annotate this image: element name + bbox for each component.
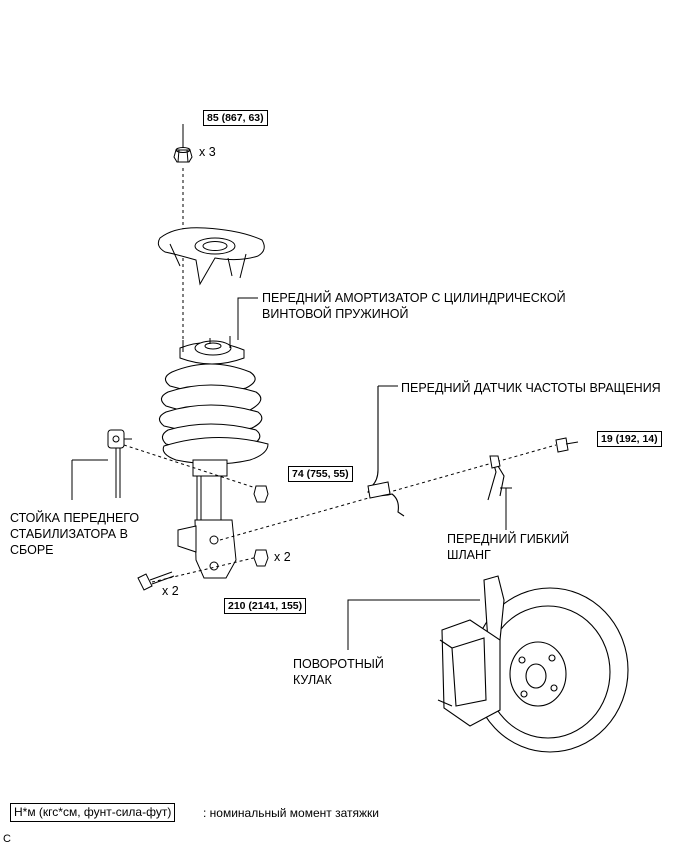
qty-knuckle-bolt: x 2 (162, 584, 179, 598)
label-hose-line2: ШЛАНГ (447, 548, 491, 562)
torque-label-link-nut: 74 (755, 55) (288, 466, 353, 482)
knuckle-brake-assembly (437, 575, 629, 753)
flexible-hose (487, 455, 505, 501)
label-speed-sensor-line1: ПЕРЕДНИЙ ДАТЧИК ЧАСТОТЫ ВРАЩЕНИЯ (401, 381, 661, 395)
legend-unit-box: Н*м (кгс*см, фунт-сила-фут) (10, 803, 176, 822)
torque-label-knuckle-bolts: 210 (2141, 155) (224, 598, 307, 614)
leader-strut (237, 297, 258, 340)
figure-code: C (3, 833, 11, 845)
torque-label-top-nut: 85 (867, 63) (203, 110, 268, 126)
sensor-bolt (555, 437, 579, 453)
stabilizer-link (107, 429, 132, 498)
lower-spring-seat (162, 436, 269, 465)
label-knuckle-line1: ПОВОРОТНЫЙ (293, 657, 384, 671)
strut-top-mount (179, 336, 245, 365)
label-strut-line2: ВИНТОВОЙ ПРУЖИНОЙ (262, 307, 409, 321)
qty-top-nut: x 3 (199, 145, 216, 159)
qty-knuckle-nut: x 2 (274, 550, 291, 564)
label-flexible-hose: ПЕРЕДНИЙ ГИБКИЙ ШЛАНГ (447, 531, 569, 563)
speed-sensor (367, 385, 405, 517)
top-nut (173, 147, 193, 163)
link-nut (253, 485, 269, 503)
label-stabilizer-line2: СТАБИЛИЗАТОРА В (10, 527, 128, 541)
legend-description: : номинальный момент затяжки (203, 806, 379, 820)
label-stabilizer-line3: СБОРЕ (10, 543, 54, 557)
label-hose-line1: ПЕРЕДНИЙ ГИБКИЙ (447, 532, 570, 546)
label-stabilizer-line1: СТОЙКА ПЕРЕДНЕГО (10, 511, 140, 525)
assembly-line-link (123, 444, 263, 491)
upper-support-cover (157, 227, 265, 286)
label-strut: ПЕРЕДНИЙ АМОРТИЗАТОР С ЦИЛИНДРИЧЕСКОЙ ВИ… (262, 290, 566, 322)
label-speed-sensor: ПЕРЕДНИЙ ДАТЧИК ЧАСТОТЫ ВРАЩЕНИЯ (401, 380, 661, 396)
label-stabilizer-link: СТОЙКА ПЕРЕДНЕГО СТАБИЛИЗАТОРА В СБОРЕ (10, 510, 139, 558)
knuckle-bolt (137, 571, 175, 591)
knuckle-nut (253, 549, 269, 567)
label-knuckle: ПОВОРОТНЫЙ КУЛАК (293, 656, 384, 688)
label-strut-line1: ПЕРЕДНИЙ АМОРТИЗАТОР С ЦИЛИНДРИЧЕСКОЙ (262, 291, 566, 305)
leader-knuckle (347, 599, 480, 650)
torque-label-sensor-bolt: 19 (192, 14) (597, 431, 662, 447)
label-knuckle-line2: КУЛАК (293, 673, 332, 687)
shock-absorber-body (192, 459, 228, 521)
